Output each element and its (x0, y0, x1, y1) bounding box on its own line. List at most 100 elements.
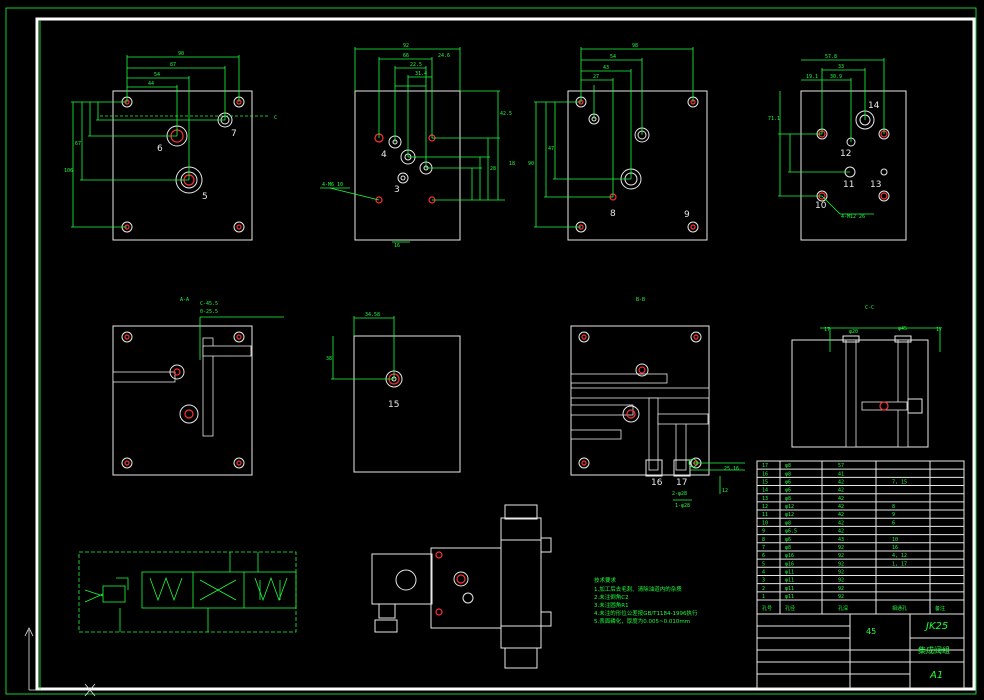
section-a-a: A-A C-45.5 0-25.5 (112, 297, 284, 476)
label-part-11: 11 (843, 180, 854, 190)
dim-v3-98: 98 (632, 43, 638, 49)
table-cell: 2 (762, 586, 765, 592)
dim-v2-28: 28 (490, 166, 496, 172)
label-part-10: 10 (815, 201, 827, 211)
table-cell: 42 (838, 504, 844, 510)
table-cell: 92 (838, 561, 844, 567)
table-header-2: 孔深 (838, 605, 848, 612)
tech-requirements: 技术要求 1.加工后去毛刺、清除油道内的杂质 2.未注倒角C2 3.未注圆角R1… (594, 576, 698, 625)
label-part-17: 17 (676, 478, 687, 488)
dim-v1-87: 87 (170, 62, 176, 68)
dim-s4-17b: 17 (936, 327, 942, 333)
table-cell: 42 (838, 520, 844, 526)
label-section-a: A-A (180, 297, 189, 303)
table-cell: 3 (762, 578, 765, 584)
label-part-12: 12 (840, 149, 851, 159)
table-cell: 7 (762, 545, 765, 551)
table-cell: 16 (762, 471, 768, 477)
dim-v2-66: 66 (403, 53, 409, 59)
dim-s3-1: 25.16 (724, 466, 739, 472)
dim-v4-71-1: 71.1 (768, 116, 780, 122)
view-15: 34.58 38 15 (326, 312, 461, 473)
dim-v2-24-6: 24.6 (438, 53, 450, 59)
label-part-4: 4 (381, 150, 387, 160)
table-title: 集成阀组 (918, 645, 950, 655)
tech-req-line-1: 1.加工后去毛刺、清除油道内的杂质 (594, 585, 682, 593)
dim-v1-90: 90 (178, 51, 184, 57)
view-1: 90 87 54 44 106 67 C 6 7 5 (64, 51, 277, 241)
dim-v1-44: 44 (148, 81, 154, 87)
hydraulic-symbol (78, 551, 297, 633)
dim-v3-90: 90 (528, 161, 534, 167)
table-cell: φ8 (785, 520, 791, 526)
table-cell: 92 (838, 569, 844, 575)
table-cell: φ8 (785, 496, 791, 502)
label-part-5: 5 (202, 192, 208, 202)
dim-s15-side: 38 (326, 356, 332, 362)
dim-v2-18: 18 (509, 161, 515, 167)
dim-v2-16: 16 (394, 243, 400, 249)
dim-v3-27: 27 (593, 74, 599, 80)
table-cell: φ11 (785, 578, 794, 584)
label-part-3: 3 (394, 185, 400, 195)
table-cell: 4 (762, 569, 765, 575)
table-cell: 7, 15 (892, 480, 907, 486)
view-3: 98 54 43 27 90 47 8 9 (528, 43, 708, 241)
table-cell: φ16 (785, 561, 794, 567)
dim-s4-phi2: φ45 (898, 326, 907, 332)
table-cell: 42 (838, 480, 844, 486)
dim-v3-54: 54 (610, 54, 616, 60)
view-4: 57.8 33 30.9 19.1 71.1 4-M12 26 14 12 11… (768, 54, 907, 241)
dim-v4-30-9: 30.9 (830, 74, 842, 80)
table-cell: 42 (838, 512, 844, 518)
table-cell: 12 (762, 504, 768, 510)
tech-req-line-2: 2.未注倒角C2 (594, 593, 629, 601)
label-section-b: B-B (636, 297, 645, 303)
table-cell: 10 (762, 520, 768, 526)
dim-s4-17a: 17 (824, 327, 830, 333)
outer-frame (5, 7, 977, 695)
table-cell: 9 (762, 529, 765, 535)
table-cell: 42 (838, 496, 844, 502)
section-b-b: B-B 25.16 2-φ28 1-φ28 12 16 17 (570, 297, 745, 509)
table-cell: φ16 (785, 553, 794, 559)
dim-v1-106: 106 (64, 168, 73, 174)
table-cell: φ8 (785, 471, 791, 477)
label-part-8: 8 (610, 209, 616, 219)
table-cell: 92 (838, 553, 844, 559)
table-cell: φ11 (785, 594, 794, 600)
table-drawing-no: JK25 (924, 621, 948, 632)
dim-s15-top: 34.58 (365, 312, 380, 318)
table-cell: 13 (762, 496, 768, 502)
table-cell: 5 (762, 561, 765, 567)
dim-v4-thread: 4-M12 26 (841, 214, 865, 220)
table-cell: φ6.5 (785, 529, 797, 535)
table-header-0: 孔号 (762, 605, 772, 612)
table-cell: 1 (762, 594, 765, 600)
table-header-1: 孔径 (785, 605, 795, 612)
table-cell: 4, 12 (892, 553, 907, 559)
table-cell: 14 (762, 488, 768, 494)
table-cell: 1, 17 (892, 561, 907, 567)
table-cell: φ6 (785, 537, 791, 543)
table-cell: 92 (838, 586, 844, 592)
table-cell: 11 (762, 512, 768, 518)
tech-req-line-3: 3.未注圆角R1 (594, 601, 629, 609)
label-part-9: 9 (684, 210, 690, 220)
dim-v1-54: 54 (154, 72, 160, 78)
section-c-c: C-C φ20 φ45 17 17 (791, 305, 942, 448)
table-cell: 42 (838, 529, 844, 535)
label-part-15: 15 (388, 400, 399, 410)
table-header-4: 备注 (935, 605, 945, 612)
table-cell: 92 (838, 545, 844, 551)
table-header-3: 相通孔 (892, 605, 907, 612)
view-2: 92 66 22.5 24.6 31.4 42.5 18 28 4-M6 10 … (320, 43, 515, 249)
table-cell: 92 (838, 578, 844, 584)
dim-s1-phi2: 0-25.5 (200, 309, 218, 315)
table-cell: 43 (838, 537, 844, 543)
tech-req-line-4: 4.未注的形位公差按GB/T1184-1996执行 (594, 609, 698, 617)
table-scale: 45 (866, 627, 876, 636)
